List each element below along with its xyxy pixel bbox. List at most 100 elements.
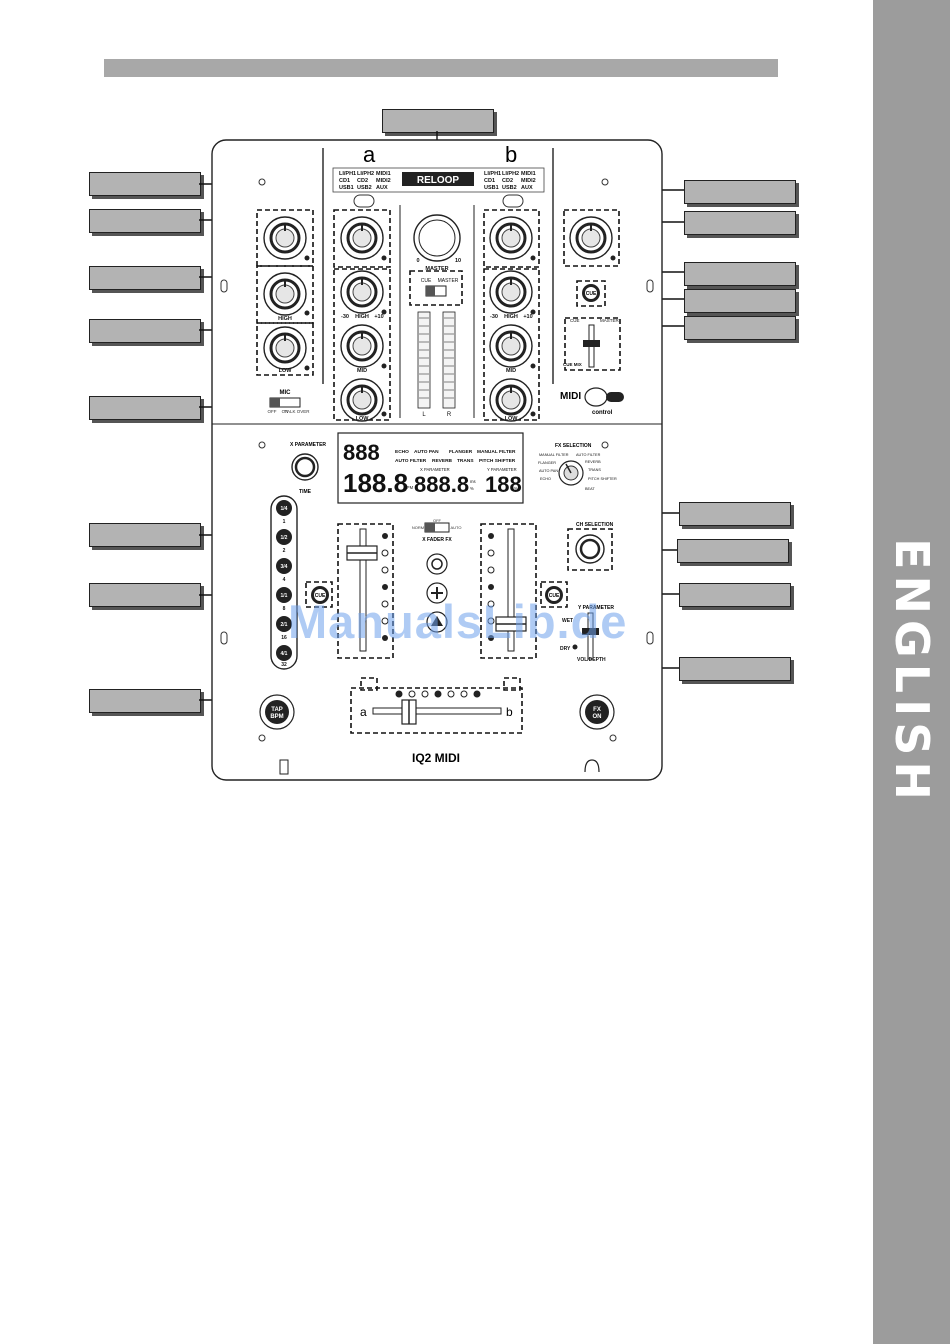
channel-a-letter: a: [363, 142, 376, 167]
fx-trans: TRANS: [457, 458, 474, 464]
input-b-5: CD2: [502, 178, 513, 184]
beat-btn-1-2[interactable]: 1/2: [281, 535, 288, 541]
meter-left-label: L: [422, 412, 426, 418]
ch-selection-label: CH SELECTION: [576, 522, 614, 528]
xfader-b-letter: b: [506, 705, 513, 719]
a-scale-min: -30: [341, 314, 349, 320]
master-scale-ten: 10: [455, 258, 461, 264]
beat-num-16: 16: [281, 635, 287, 641]
xfader-fx-switch-norm: NORM: [412, 525, 424, 530]
a-low-label: LOW: [356, 416, 370, 422]
language-sidebar: ENGLISH: [873, 0, 950, 1344]
midi-logo-text: MIDI: [560, 391, 581, 402]
a-mid-label: MID: [357, 368, 367, 374]
brand-logo: RELOOP: [417, 175, 460, 186]
input-a-7: USB1: [339, 185, 354, 191]
cue-button-a-label: CUE: [315, 593, 326, 599]
beat-btn-1-1[interactable]: 1/1: [281, 593, 288, 599]
display-top-digits: 888: [343, 440, 380, 465]
mic-switch-talkover: TALK OVER: [285, 409, 311, 414]
xfader-a-letter: a: [360, 705, 367, 719]
time-label: TIME: [299, 489, 312, 495]
callout-box-left-7: [89, 583, 201, 607]
b-scale-min: -30: [490, 314, 498, 320]
callout-box-right-8: [679, 583, 791, 607]
vol-depth-label: VOL/DEPTH: [577, 657, 606, 663]
fx-opt-trans: TRANS: [588, 468, 601, 472]
fx-opt-echo: ECHO: [540, 477, 551, 481]
xfader-fx-label: X FADER FX: [422, 537, 452, 543]
callout-box-top-center: [382, 109, 494, 133]
fx-opt-flanger: FLANGER: [538, 461, 556, 465]
callout-box-right-2: [684, 211, 796, 235]
mic-label: MIC: [280, 390, 292, 396]
input-a-4: CD1: [339, 178, 350, 184]
master-scale-zero: 0: [416, 258, 419, 264]
display-unit-ms: ms: [470, 479, 476, 484]
fx-opt-manual: MANUAL FILTER: [539, 453, 569, 457]
cue-button-upper-label: CUE: [586, 291, 597, 297]
input-b-8: USB2: [502, 185, 517, 191]
tap-label: TAP: [271, 707, 283, 713]
display-y-param: Y PARAMETER: [487, 467, 517, 472]
beat-num-32: 32: [281, 662, 287, 668]
a-high-label: HIGH: [355, 314, 369, 320]
input-b-7: USB1: [484, 185, 499, 191]
dry-label: DRY: [560, 646, 571, 652]
callout-box-right-9: [679, 657, 791, 681]
midi-control-text: control: [592, 410, 613, 416]
xfader-fx-switch-auto: AUTO: [450, 525, 461, 530]
callout-box-right-1: [684, 180, 796, 204]
input-b-3: MIDI1: [521, 171, 536, 177]
fx-opt-reverb: REVERB: [585, 460, 601, 464]
fx-opt-pitch: PITCH SHIFTER: [588, 477, 617, 481]
input-a-2: LI/PH2: [357, 171, 374, 177]
display-unit-pct1: %: [470, 486, 474, 491]
fx-manualfilter: MANUAL FILTER: [477, 449, 516, 455]
input-b-6: MIDI2: [521, 178, 536, 184]
input-b-4: CD1: [484, 178, 495, 184]
fx-pitchshifter: PITCH SHIFTER: [479, 458, 516, 464]
input-a-9: AUX: [376, 185, 388, 191]
fx-opt-auto: AUTO FILTER: [576, 453, 601, 457]
beat-btn-2-1[interactable]: 2/1: [281, 622, 288, 628]
display-unit-bpm: BPM: [404, 485, 414, 490]
mic-high-label: HIGH: [278, 316, 292, 322]
a-scale-max: +10: [374, 314, 383, 320]
input-a-5: CD2: [357, 178, 368, 184]
header-bar: [104, 59, 778, 77]
callout-box-left-4: [89, 319, 201, 343]
master-label: MASTER: [425, 266, 448, 272]
display-x-param: X PARAMETER: [420, 467, 450, 472]
beat-num-2: 2: [283, 548, 286, 554]
mic-low-label: LOW: [279, 368, 293, 374]
wet-label: WET: [562, 618, 573, 624]
beat-num-8: 8: [283, 606, 286, 612]
beat-btn-1-4[interactable]: 1/4: [281, 506, 288, 512]
beat-btn-3-4[interactable]: 3/4: [281, 564, 288, 570]
input-b-2: LI/PH2: [502, 171, 519, 177]
callout-box-right-3: [684, 262, 796, 286]
mic-switch-off: OFF: [268, 409, 277, 414]
input-a-8: USB2: [357, 185, 372, 191]
meter-right-label: R: [447, 412, 452, 418]
b-scale-max: +10: [523, 314, 532, 320]
fx-label: FX: [593, 707, 601, 713]
xfader-fx-switch-off: OFF: [433, 518, 442, 523]
callout-box-left-8: [89, 689, 201, 713]
callout-box-right-5: [684, 316, 796, 340]
model-logo: IQ2 MIDI: [412, 751, 460, 765]
callout-box-left-6: [89, 523, 201, 547]
beat-btn-4-1[interactable]: 4/1: [281, 651, 288, 657]
mic-switch-on: ON: [282, 409, 289, 414]
callout-box-right-6: [679, 502, 791, 526]
fx-opt-autopan: AUTO PAN: [539, 469, 558, 473]
fx-selection-label: FX SELECTION: [555, 443, 592, 449]
fx-autofilter: AUTO FILTER: [395, 458, 427, 464]
callout-box-left-5: [89, 396, 201, 420]
cuemix-label: CUE MIX: [563, 362, 582, 367]
b-mid-label: MID: [506, 368, 516, 374]
display-unit-pct2: %: [514, 486, 518, 491]
beat-num-4: 4: [283, 577, 286, 583]
